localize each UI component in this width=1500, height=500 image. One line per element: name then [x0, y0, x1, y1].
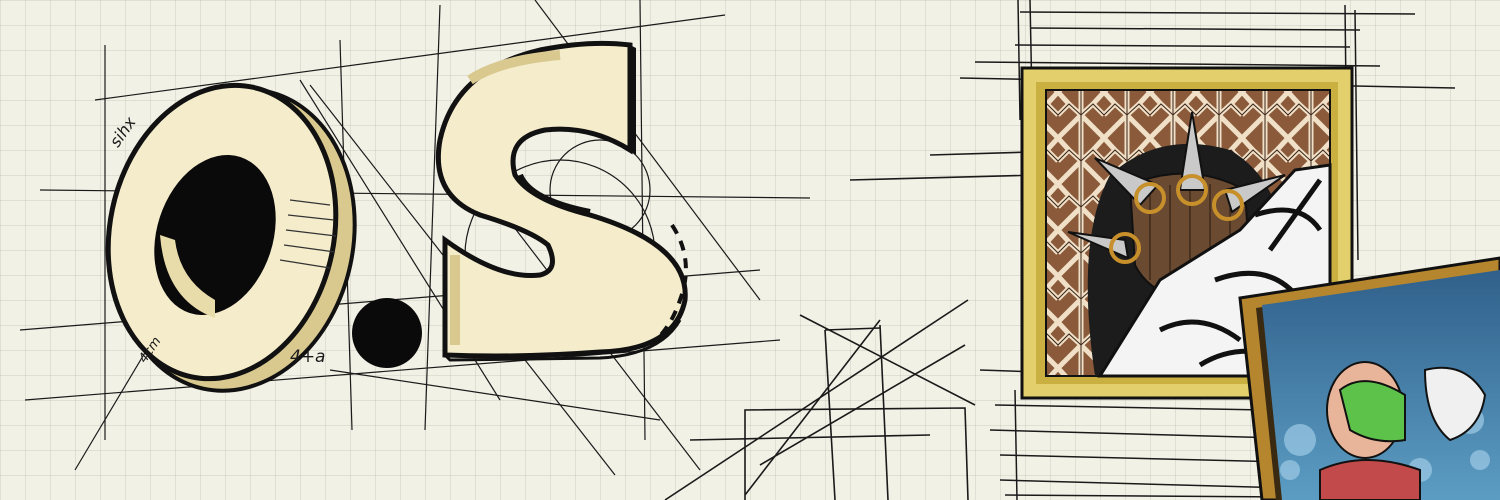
logo-letter-s	[435, 40, 688, 362]
middle-sketch-lines	[664, 151, 1041, 500]
annotation-sihx: sihx	[106, 113, 140, 151]
logo-dot	[352, 298, 422, 368]
logo-letter-o	[105, 82, 357, 393]
artwork-portrait-melting-face	[1238, 256, 1500, 500]
annotation-formula: 4+a	[290, 347, 325, 367]
